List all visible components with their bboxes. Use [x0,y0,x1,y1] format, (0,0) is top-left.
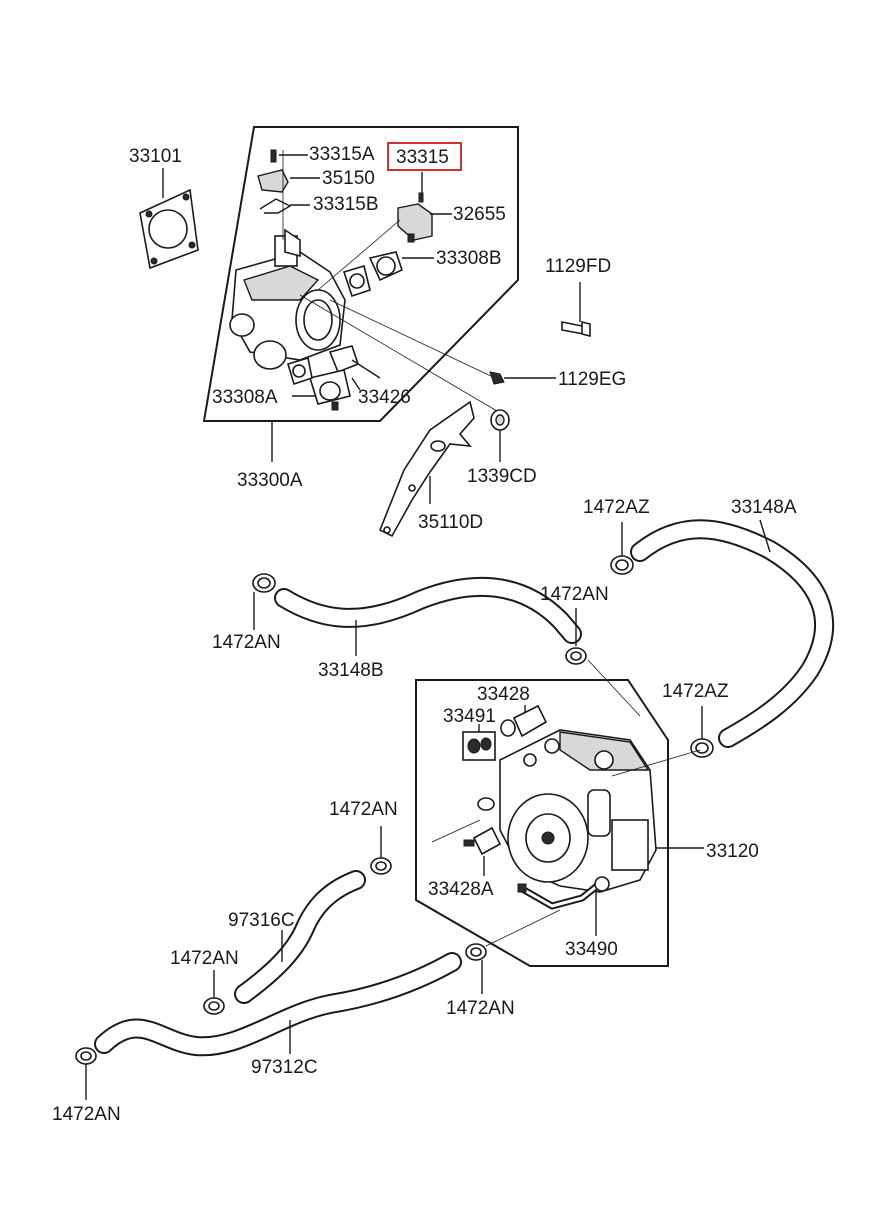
label-1472AN-lower: 1472AN [170,948,239,969]
label-33300A: 33300A [237,470,303,491]
clamp-1472AN-hose[interactable] [465,943,487,961]
label-33428: 33428 [477,684,530,705]
label-33490: 33490 [565,939,618,960]
orings-33491[interactable] [462,731,496,761]
label-1472AN-mid: 1472AN [540,584,609,605]
gasket-33101[interactable] [139,188,199,270]
label-97312C: 97312C [251,1057,318,1078]
hose-33148B[interactable] [274,576,582,644]
clamp-1472AN-lower[interactable] [203,997,225,1015]
label-33120: 33120 [706,841,759,862]
label-1472AZ-right: 1472AZ [662,681,729,702]
bolt-1129FD[interactable] [561,320,591,338]
clamp-1472AN-bottom[interactable] [75,1047,97,1065]
label-33315B: 33315B [313,194,379,215]
plug-33428A[interactable] [463,826,502,856]
label-33315: 33315 [396,147,449,168]
clamp-1472AZ-right[interactable] [690,738,714,758]
flange-33308B[interactable] [342,251,403,298]
label-1472AN-hose: 1472AN [446,998,515,1019]
hose-97312C[interactable] [94,952,462,1057]
clamp-1472AN-mid[interactable] [565,647,587,665]
clamp-1472AN-center[interactable] [370,857,392,875]
label-33101: 33101 [129,146,182,167]
label-35110D: 35110D [418,512,483,533]
actuator-33426[interactable] [308,345,359,411]
vaporizer-33120[interactable] [477,729,657,893]
label-33148A: 33148A [731,497,797,518]
label-35150: 35150 [322,168,375,189]
label-97316C: 97316C [228,910,295,931]
label-33491: 33491 [443,706,496,727]
screw-33315[interactable] [418,192,424,203]
label-33308B: 33308B [436,248,502,269]
bolt-1129EG[interactable] [489,371,505,385]
part-highlight-box [387,142,462,171]
hose-97316C[interactable] [234,870,366,1004]
label-33426: 33426 [358,387,411,408]
vaporizer-group-frame [415,679,669,967]
pipe-33490[interactable] [517,876,610,910]
clamp-1472AZ-top[interactable] [610,555,634,575]
label-1472AN-left: 1472AN [212,632,281,653]
clamp-1472AN-left[interactable] [252,573,276,593]
label-1129EG: 1129EG [558,369,626,390]
label-1472AN-center: 1472AN [329,799,398,820]
sensor-32655[interactable] [397,203,433,243]
label-1339CD: 1339CD [467,466,537,487]
plug-33428[interactable] [500,704,548,738]
label-1472AZ-top: 1472AZ [583,497,650,518]
nut-1339CD[interactable] [490,409,510,431]
sensor-35150[interactable] [257,169,289,193]
label-33148B: 33148B [318,660,384,681]
hose-33148A[interactable] [630,519,835,748]
label-1129FD: 1129FD [545,256,611,277]
clip-33315B[interactable] [259,198,292,214]
label-33308A: 33308A [212,387,278,408]
label-1472AN-bottom: 1472AN [52,1104,121,1125]
throttle-body-group-frame [202,126,519,422]
gasket-33308A[interactable] [287,356,313,386]
screw-33315A[interactable] [270,149,277,163]
label-33428A: 33428A [428,879,494,900]
throttle-body[interactable] [229,228,346,370]
label-32655: 32655 [453,204,506,225]
bracket-35110D[interactable] [378,400,475,538]
label-33315A: 33315A [309,144,375,165]
